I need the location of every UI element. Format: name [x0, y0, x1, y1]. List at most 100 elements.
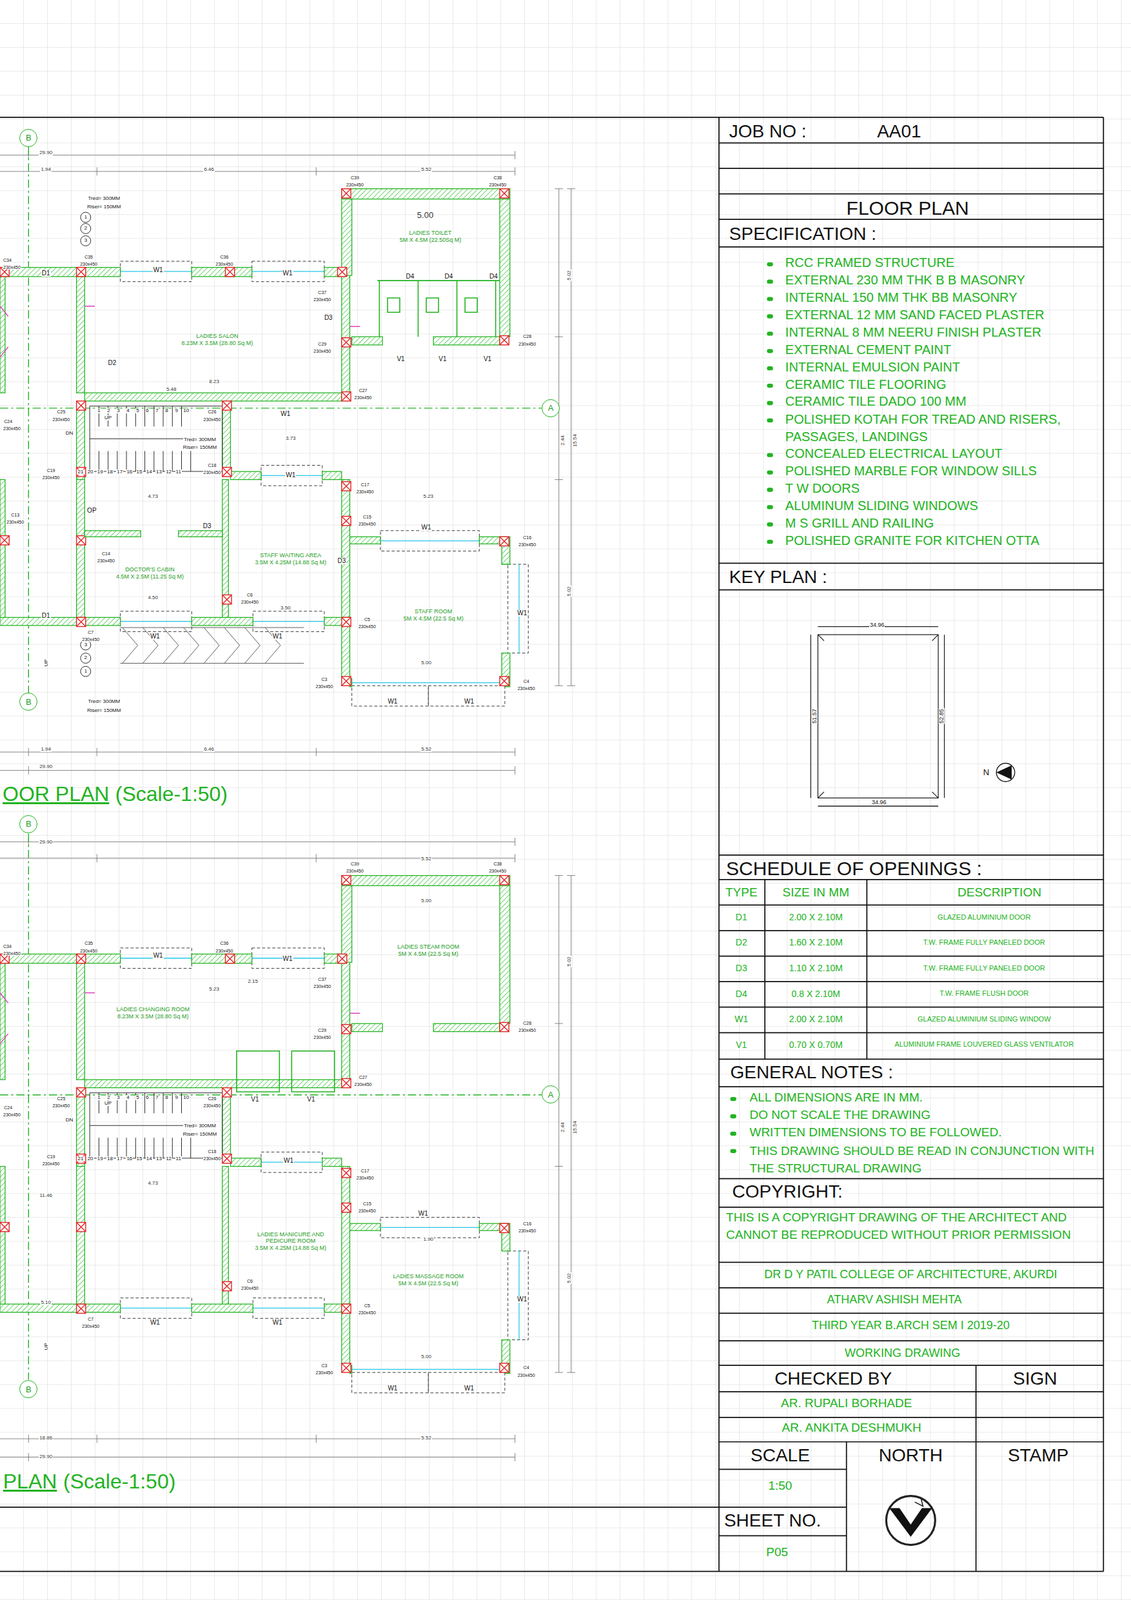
- opening-tag: W1: [149, 633, 161, 640]
- step-number: 13: [155, 469, 163, 475]
- spec-item: POLISHED GRANITE FOR KITCHEN OTTA: [785, 532, 1040, 549]
- room-label: LADIES CHANGING ROOM8.23M X 3.5M (28.80 …: [114, 1004, 191, 1022]
- axis-letter: A: [548, 1089, 554, 1100]
- column-size: 230x450: [41, 1161, 61, 1166]
- opening-tag: W1: [149, 1319, 161, 1326]
- opening-tag: V1: [482, 355, 492, 363]
- column-tag: C38: [492, 175, 503, 180]
- north-letter: N: [982, 767, 990, 777]
- column-size: 230x450: [5, 519, 25, 525]
- column-tag: C14: [101, 551, 111, 556]
- section-heading: SPECIFICATION :: [729, 223, 877, 246]
- column-size: 230x450: [41, 475, 61, 480]
- column-tag: C6: [246, 1278, 254, 1284]
- plan-title: OOR PLAN: [2, 781, 109, 807]
- note-item: WRITTEN DIMENSIONS TO BE FOLLOWED.: [749, 1125, 1002, 1141]
- stair-note: Riser= 150MM: [86, 204, 122, 210]
- stair-note: Riser= 150MM: [182, 1131, 218, 1137]
- table-cell: 2.00 X 2.10M: [789, 1013, 843, 1025]
- step-number: 6: [145, 408, 149, 414]
- step-number: 2: [106, 408, 111, 414]
- dimension-text: 29.90: [38, 839, 53, 845]
- column-tag: C4: [522, 1365, 531, 1370]
- room-name: LADIES MASSAGE ROOM: [393, 1272, 465, 1280]
- column-tag: C26: [207, 409, 218, 414]
- column-size: 230x450: [240, 1285, 260, 1291]
- stair-note: 3: [83, 642, 88, 648]
- table-cell: D4: [735, 988, 748, 1000]
- section-heading: SCHEDULE OF OPENINGS :: [726, 856, 983, 881]
- column-tag: C24: [3, 419, 13, 424]
- room-area: 5M X 4.5M (22.5 Sq M): [403, 615, 464, 623]
- spec-item: POLISHED MARBLE FOR WINDOW SILLS: [785, 462, 1037, 479]
- room-name: STAFF WAITING AREA: [254, 551, 327, 560]
- dimension-text: 1.94: [39, 167, 52, 173]
- step-number: 13: [155, 1156, 163, 1162]
- step-number: 19: [96, 1156, 104, 1162]
- step-number: 18: [106, 469, 114, 475]
- stair-note: UP: [43, 658, 49, 667]
- column-tag: C38: [492, 861, 503, 866]
- column-tag: C36: [219, 254, 230, 260]
- sheet-title: FLOOR PLAN: [846, 196, 970, 220]
- opening-tag: W1: [282, 955, 294, 963]
- column-tag: C26: [207, 1096, 218, 1101]
- room-area: 8.23M X 3.5M (28.80 Sq M): [181, 339, 254, 347]
- column-tag: C19: [46, 1154, 57, 1159]
- dimension-text: 2.44: [560, 434, 566, 447]
- dimension-text: 1.90: [422, 1236, 434, 1242]
- bullet-dot: [732, 264, 772, 1151]
- opening-tag: W1: [152, 952, 164, 959]
- dimension-text: 15.54: [572, 433, 578, 448]
- axis-letter: B: [25, 1384, 32, 1395]
- room-area: 5M X 4.5M (22.5 Sq M): [397, 950, 460, 958]
- stair-note: Tred= 300MM: [183, 1123, 217, 1129]
- grid-axis-bubble: B: [19, 1379, 38, 1398]
- step-number: 7: [154, 408, 159, 414]
- column-tag: C34: [2, 257, 13, 263]
- lower-plan: [0, 833, 576, 1462]
- table-cell: 0.8 X 2.10M: [791, 988, 841, 1000]
- column-size: 230x450: [354, 1081, 373, 1087]
- step-number: 15: [136, 469, 144, 475]
- column-tag: C15: [362, 1201, 373, 1206]
- north-arrow: [996, 765, 1012, 780]
- column-size: 230x450: [2, 951, 22, 956]
- table-cell: GLAZED ALUMINIUM DOOR: [937, 913, 1031, 922]
- column-size: 230x450: [312, 1034, 332, 1040]
- spec-item: INTERNAL EMULSION PAINT: [785, 359, 961, 375]
- title-block-text: THIRD YEAR B.ARCH SEM I 2019-20: [811, 1318, 1010, 1333]
- column-size: 230x450: [517, 1027, 537, 1033]
- column-tag: C39: [350, 175, 360, 180]
- column-tag: C5: [363, 617, 371, 622]
- step-number: 10: [182, 408, 190, 414]
- column-size: 230x450: [517, 1372, 536, 1378]
- opening-tag: W1: [272, 633, 284, 640]
- room-area: 5M X 4.5M (22.50Sq M): [399, 236, 462, 244]
- dimension-text: 18.86: [38, 1435, 53, 1441]
- column-tag: C19: [46, 468, 57, 473]
- dimension-text: 29.90: [38, 150, 53, 156]
- room-label: LADIES TOILET5M X 4.5M (22.50Sq M): [398, 228, 463, 246]
- opening-tag: W1: [417, 1210, 429, 1217]
- column-tag: C37: [317, 290, 327, 295]
- dimension-text: 5.52: [420, 856, 433, 862]
- column-size: 230x450: [51, 1103, 71, 1108]
- table-cell: GLAZED ALUMINIUM SLIDING WINDOW: [917, 1014, 1052, 1024]
- table-cell: ALUMINIUM FRAME LOUVERED GLASS VENTILATO…: [894, 1040, 1074, 1049]
- checker-name: AR. RUPALI BORHADE: [780, 1396, 912, 1411]
- opening-tag: W1: [282, 270, 294, 277]
- north-symbol-tick: [914, 1497, 924, 1507]
- step-number: 4: [125, 408, 130, 414]
- grid-axis-bubble: B: [19, 128, 38, 148]
- key-plan-outline: [810, 626, 945, 807]
- step-number: 15: [136, 1156, 144, 1162]
- stair-note: 2: [83, 655, 88, 661]
- column-size: 230x450: [357, 1310, 377, 1315]
- step-number: 14: [145, 469, 153, 475]
- dimension-text: 5.00: [420, 898, 433, 904]
- column-tag: C18: [207, 462, 218, 468]
- room-label: LADIES STEAM ROOM5M X 4.5M (22.5 Sq M): [395, 942, 461, 959]
- column-size: 230x450: [488, 182, 507, 187]
- step-number: 10: [182, 1094, 190, 1101]
